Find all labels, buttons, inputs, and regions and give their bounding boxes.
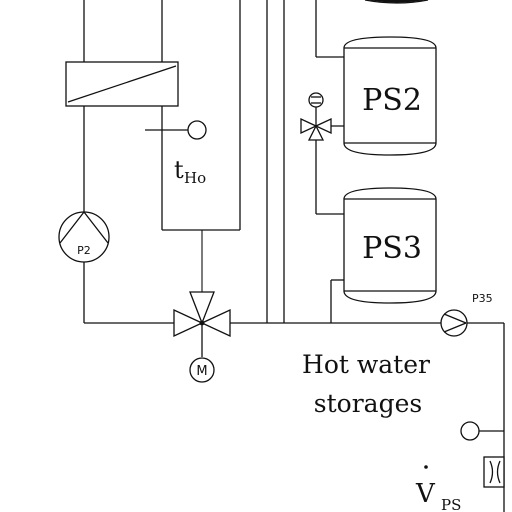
temperature-sensor-tho: t Ho (145, 120, 207, 187)
heat-exchanger (65, 61, 179, 107)
temp-symbol: t (174, 156, 184, 184)
left-loop-pipes (83, 0, 241, 324)
pump-p2: P2 (58, 211, 110, 263)
flow-measurement: V PS (415, 421, 505, 512)
flow-symbol: V (415, 479, 436, 509)
motor-label: M (196, 364, 207, 379)
zone-valve (300, 92, 332, 141)
temp-subscript: Ho (184, 169, 206, 187)
pump-p35-label: P35 (472, 292, 493, 305)
caption-line-1: Hot water (302, 350, 430, 379)
three-way-valve: M (173, 291, 231, 383)
motor-icon (189, 357, 215, 383)
actuator-icon (308, 92, 324, 108)
storage-ps1-bottom (364, 0, 429, 4)
distribution-pipes (266, 0, 344, 323)
storage-ps3: PS3 (343, 187, 437, 304)
flow-subscript: PS (441, 496, 461, 512)
caption: Hot water storages (302, 350, 430, 418)
storage-ps2: PS2 (343, 36, 437, 156)
caption-line-2: storages (314, 389, 422, 418)
storage-ps3-label: PS3 (362, 231, 422, 266)
pump-p35: P35 (440, 292, 493, 337)
storage-ps2-label: PS2 (362, 83, 422, 118)
pump-p2-label: P2 (77, 244, 91, 257)
